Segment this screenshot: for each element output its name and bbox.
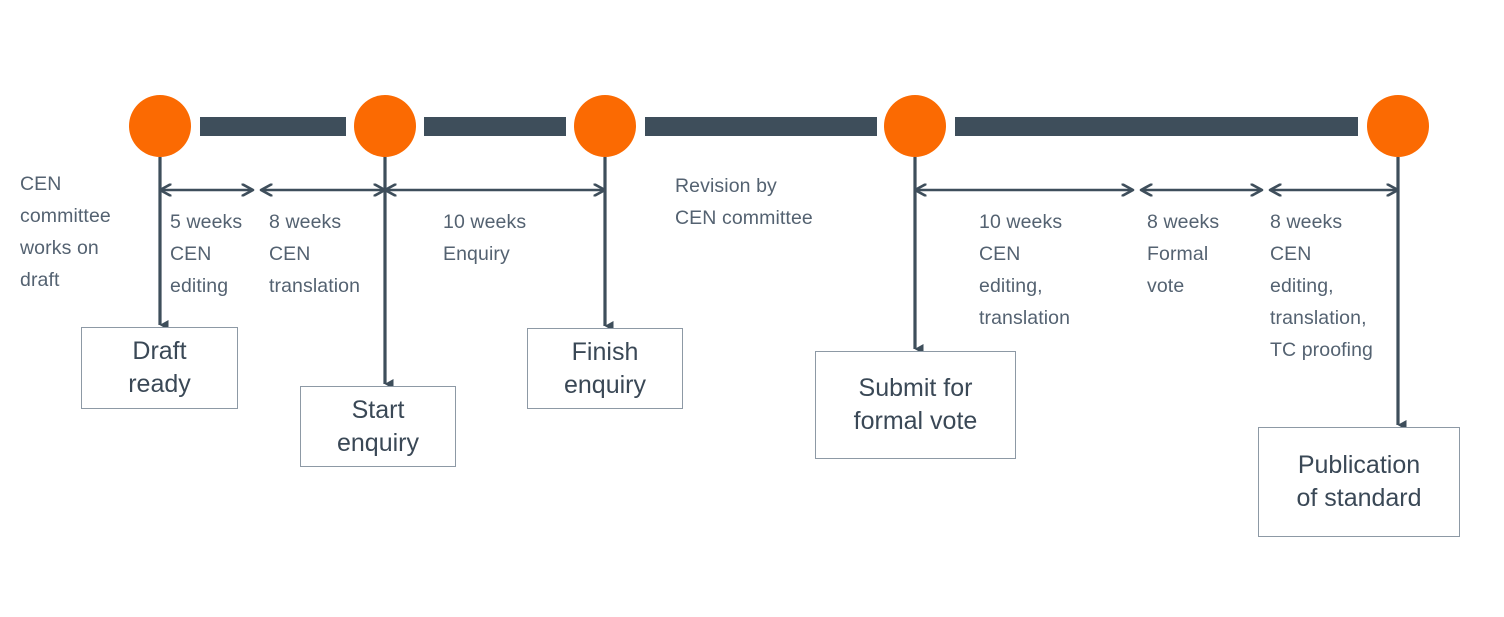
milestone-box-submit-for-formal-vote[interactable]: Submit for formal vote: [815, 351, 1016, 459]
milestone-dot-start-enquiry[interactable]: [354, 95, 416, 157]
phase-label-phase-cen-translation: 8 weeks CEN translation: [269, 211, 361, 297]
note-revision-by-cen-committee: Revision by CEN committee: [675, 175, 813, 229]
milestone-dot-publication[interactable]: [1367, 95, 1429, 157]
milestone-box-finish-enquiry[interactable]: Finish enquiry: [527, 328, 683, 409]
milestone-box-draft-ready[interactable]: Draft ready: [81, 327, 238, 409]
note-cen-committee-works-on-draft: CEN committee works on draft: [20, 173, 111, 291]
phase-label-phase-cen-editing: 5 weeks CEN editing: [170, 211, 243, 297]
milestone-box-start-enquiry[interactable]: Start enquiry: [300, 386, 456, 467]
milestone-dot-submit-formal-vote[interactable]: [884, 95, 946, 157]
timeline-bar-segment-1: [200, 117, 346, 136]
phase-label-phase-cen-editing-translation: 10 weeks CEN editing, translation: [979, 211, 1071, 329]
milestone-dot-finish-enquiry[interactable]: [574, 95, 636, 157]
milestone-dots-group: [129, 95, 1429, 157]
milestone-box-publication-of-standard[interactable]: Publication of standard: [1258, 427, 1460, 537]
timeline-bar-segment-3: [645, 117, 877, 136]
timeline-bar-segment-4: [955, 117, 1358, 136]
phase-label-phase-formal-vote: 8 weeks Formal vote: [1147, 211, 1220, 297]
phase-label-phase-enquiry: 10 weeks Enquiry: [443, 211, 527, 265]
timeline-bars-group: [200, 117, 1358, 136]
phase-label-phase-cen-editing-translation-tc-proofing: 8 weeks CEN editing, translation, TC pro…: [1270, 211, 1373, 361]
milestone-dot-draft-ready[interactable]: [129, 95, 191, 157]
timeline-bar-segment-2: [424, 117, 566, 136]
